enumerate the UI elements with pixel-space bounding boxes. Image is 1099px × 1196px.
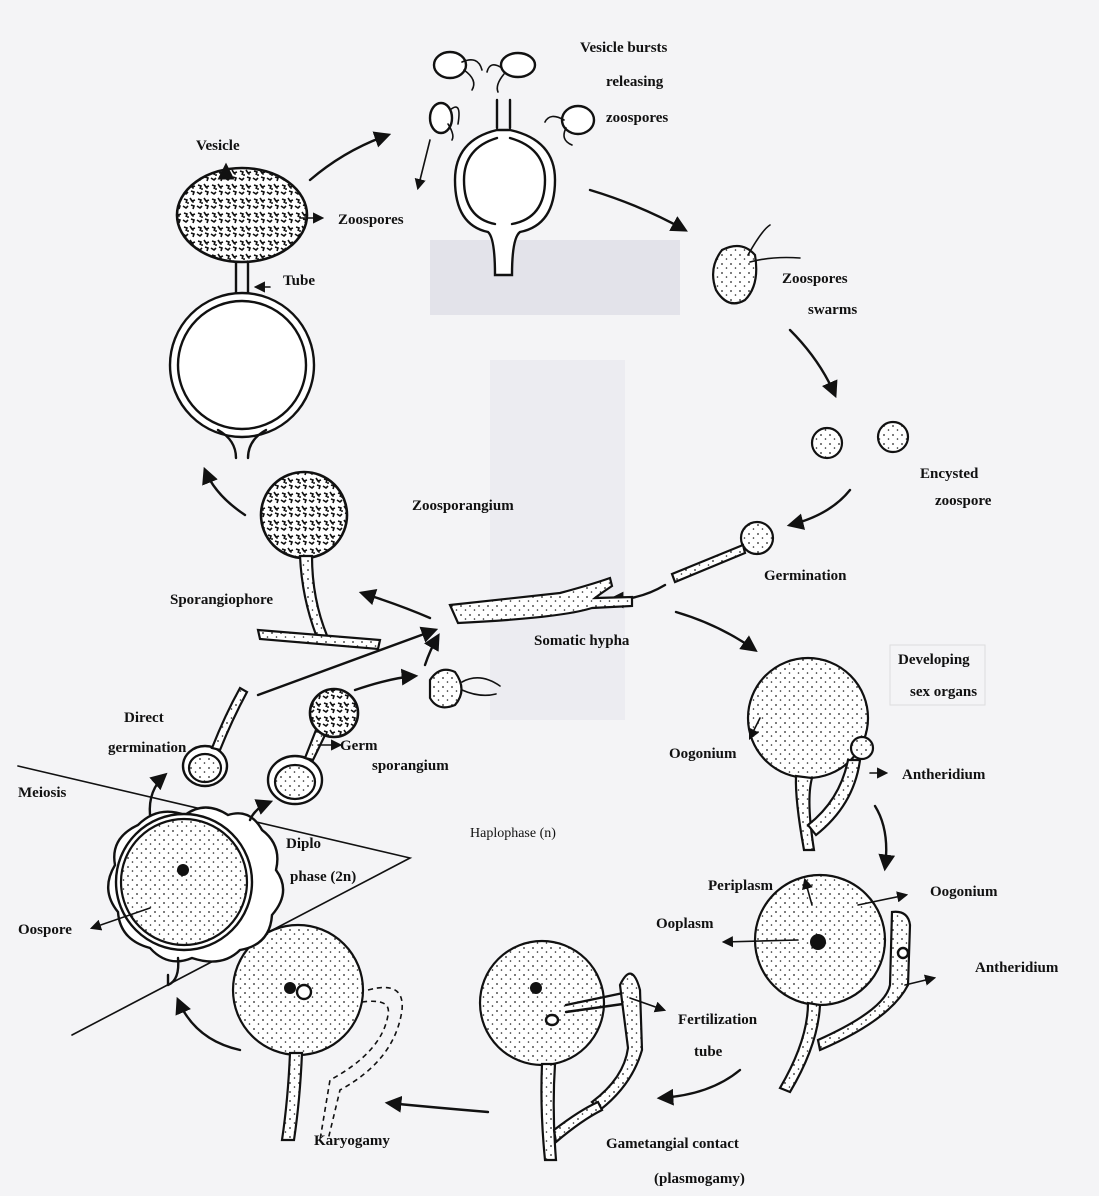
zoospore-escape-arrow xyxy=(418,140,430,188)
zoospore-to-hypha-arrow xyxy=(425,636,438,665)
cycle-arrow xyxy=(178,1000,240,1050)
label-encysted-1: Encysted xyxy=(920,466,979,482)
label-diplo-2: phase (2n) xyxy=(290,869,356,885)
label-releasing: releasing xyxy=(606,74,664,90)
cycle-arrow xyxy=(790,330,835,395)
encysted-zoospore-illustration xyxy=(878,422,908,452)
label-germination: Germination xyxy=(764,568,847,584)
label-zoospores-swarms-1: Zoospores xyxy=(782,271,848,287)
label-antheridium-2: Antheridium xyxy=(975,960,1059,976)
label-vesicle: Vesicle xyxy=(196,138,240,154)
label-ooplasm: Ooplasm xyxy=(656,916,714,932)
label-zoospores: Zoospores xyxy=(338,212,404,228)
hypha-to-sporangiophore-arrow xyxy=(362,593,430,618)
background-shade xyxy=(430,240,680,315)
label-somatic-hypha: Somatic hypha xyxy=(534,633,630,649)
cycle-arrow xyxy=(660,1070,740,1098)
cycle-arrow xyxy=(790,490,850,525)
background-shade xyxy=(490,360,625,720)
germinating-zoospore-illustration xyxy=(672,522,773,582)
label-oospore: Oospore xyxy=(18,922,72,938)
fertilization-illustration xyxy=(755,875,910,1092)
label-zoospores-swarms-2: swarms xyxy=(808,302,857,318)
zoospore-swarm-illustration xyxy=(713,225,800,303)
label-karyogamy: Karyogamy xyxy=(314,1133,390,1149)
label-fertilization-1: Fertilization xyxy=(678,1012,758,1028)
label-meiosis: Meiosis xyxy=(18,785,66,801)
cycle-arrow xyxy=(205,470,245,515)
label-zoospores-release: zoospores xyxy=(606,110,668,126)
label-periplasm: Periplasm xyxy=(708,878,773,894)
label-developing-1: Developing xyxy=(898,652,970,668)
zoosporangium-illustration xyxy=(258,472,380,649)
label-antheridium-1: Antheridium xyxy=(902,767,986,783)
label-sporangiophore: Sporangiophore xyxy=(170,592,273,608)
label-direct-germination-1: Direct xyxy=(124,710,164,726)
label-gametangial-2: (plasmogamy) xyxy=(654,1171,745,1187)
label-gametangial-1: Gametangial contact xyxy=(606,1136,739,1152)
label-oogonium-1: Oogonium xyxy=(669,746,737,762)
label-sporangium: sporangium xyxy=(372,758,449,774)
antheridium-pointer-2 xyxy=(905,978,934,985)
cycle-arrow xyxy=(388,1103,488,1112)
label-germ: Germ xyxy=(340,738,378,754)
germ-release-arrow xyxy=(355,676,415,690)
label-direct-germination-2: germination xyxy=(108,740,187,756)
direct-germination-illustration xyxy=(183,688,247,786)
label-diplo-1: Diplo xyxy=(286,836,321,852)
encysted-zoospore-illustration xyxy=(812,428,842,458)
label-tube: Tube xyxy=(283,273,315,289)
cycle-arrow xyxy=(590,190,685,230)
meiosis-arrow xyxy=(150,775,165,815)
label-haplophase: Haplophase (n) xyxy=(470,826,556,841)
vesicle-sporangium-illustration xyxy=(170,168,314,458)
cycle-arrow xyxy=(875,806,886,868)
label-vesicle-bursts: Vesicle bursts xyxy=(580,40,668,56)
released-zoospore-illustration xyxy=(430,670,500,708)
karyogamy-illustration xyxy=(233,925,402,1140)
label-oogonium-2: Oogonium xyxy=(930,884,998,900)
cycle-arrow xyxy=(310,135,388,180)
cycle-arrow xyxy=(676,612,755,650)
gametangial-contact-illustration xyxy=(480,941,642,1160)
label-developing-2: sex organs xyxy=(910,684,977,700)
label-fertilization-2: tube xyxy=(694,1044,723,1060)
label-zoosporangium: Zoosporangium xyxy=(412,498,514,514)
developing-sex-organs-illustration xyxy=(748,658,873,850)
label-encysted-2: zoospore xyxy=(935,493,992,509)
